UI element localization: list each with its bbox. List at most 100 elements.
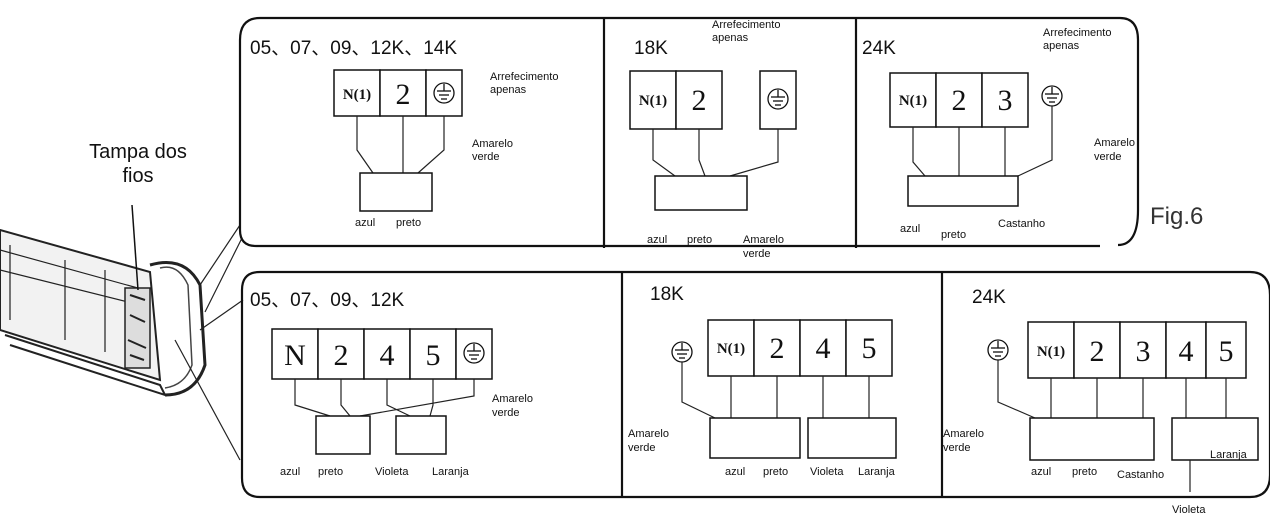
terminal-ground	[759, 70, 797, 130]
terminal-ground	[425, 69, 463, 117]
cooling-only-note: Arrefecimento	[712, 19, 780, 31]
terminal-ground	[455, 328, 493, 380]
wire-label-black: preto	[687, 234, 712, 246]
wire-label-yellow-green: Amarelo	[943, 428, 984, 440]
wire-label-yellow-green-2: verde	[628, 442, 656, 454]
wire-label-black: preto	[396, 217, 421, 229]
terminal-label: N(1)	[1037, 344, 1065, 360]
wire-label-brown: Castanho	[1117, 469, 1164, 481]
wire-label-yellow-green: Amarelo	[492, 393, 533, 405]
wire-label-violet: Violeta	[1172, 504, 1206, 516]
wire-label-yellow-green-2: verde	[492, 407, 520, 419]
connector-block	[315, 415, 371, 455]
wire-cover-icon	[124, 287, 151, 369]
wire-label-yellow-green: Amarelo	[628, 428, 669, 440]
terminal-label: 2	[952, 84, 967, 117]
wire-label-blue: azul	[280, 466, 300, 478]
wire-cover-label-2: fios	[122, 165, 153, 187]
wire-label-black: preto	[941, 229, 966, 241]
model-label: 24K	[862, 38, 896, 59]
wire-label-blue: azul	[1031, 466, 1051, 478]
terminal-label: N	[284, 339, 306, 372]
terminal-label: 4	[1179, 335, 1194, 368]
connector-block	[1029, 417, 1155, 461]
cooling-only-note-2: apenas	[712, 32, 749, 44]
terminal-label: 3	[1136, 335, 1151, 368]
wire-label-orange: Laranja	[1210, 449, 1248, 461]
model-label: 05、07、09、12K、14K	[250, 38, 457, 59]
top-panel-3: 24K Arrefecimento apenas N(1) 2 3 Amarel…	[862, 27, 1135, 241]
cooling-only-note: Arrefecimento	[490, 71, 558, 83]
wire-label-black: preto	[763, 466, 788, 478]
terminal-2	[379, 69, 427, 117]
top-panel-2: 18K Arrefecimento apenas N(1) 2 azul pre…	[629, 19, 797, 260]
terminal-2	[935, 72, 983, 128]
connector-block	[907, 175, 1019, 207]
figure-label: Fig.6	[1150, 203, 1203, 230]
bottom-panel-border	[240, 270, 1270, 499]
terminal-4	[799, 319, 847, 377]
wire-label-orange: Laranja	[858, 466, 896, 478]
terminal-label: N(1)	[639, 93, 667, 109]
terminal-label: N(1)	[343, 87, 371, 103]
ground-icon	[987, 339, 1009, 361]
connector-block-2	[807, 417, 897, 459]
top-panel-1: 05、07、09、12K、14K N(1) 2 Arrefecimento ap…	[250, 38, 558, 229]
model-label: 18K	[650, 284, 684, 305]
wire-label-yellow-green: Amarelo	[743, 234, 784, 246]
wire-label-violet: Violeta	[375, 466, 409, 478]
terminal-label: 2	[770, 332, 785, 365]
terminal-label: 2	[1090, 335, 1105, 368]
terminal-3	[981, 72, 1029, 128]
terminal-label: 3	[998, 84, 1013, 117]
wire-label-violet: Violeta	[810, 466, 844, 478]
terminal-3	[1119, 321, 1167, 379]
cooling-only-note: Arrefecimento	[1043, 27, 1111, 39]
wire-label-brown: Castanho	[998, 218, 1045, 230]
wire-label-yellow-green-2: verde	[943, 442, 971, 454]
cooling-only-note-2: apenas	[1043, 40, 1080, 52]
wire-label-blue: azul	[725, 466, 745, 478]
model-label: 18K	[634, 38, 668, 59]
callout-line-bottom	[174, 339, 241, 461]
wire-label-yellow-green: Amarelo	[472, 138, 513, 150]
terminal-label: 4	[380, 339, 395, 372]
terminal-5	[1205, 321, 1247, 379]
terminal-4	[363, 328, 411, 380]
callout-line-top	[199, 224, 241, 286]
terminal-label: 2	[692, 84, 707, 117]
ground-icon	[671, 341, 693, 363]
terminal-5	[845, 319, 893, 377]
wire-label-yellow-green-2: verde	[743, 248, 771, 260]
bottom-panel-3: 24K N(1) 2 3 4 5 Amarelo verde azul pret…	[943, 287, 1259, 516]
wire-label-black: preto	[318, 466, 343, 478]
model-label: 05、07、09、12K	[250, 290, 405, 311]
bottom-panel-1: 05、07、09、12K N 2 4 5 Amarelo verde azul …	[250, 290, 533, 478]
terminal-2	[675, 70, 723, 130]
wire-label-blue: azul	[900, 223, 920, 235]
bottom-panel-2: 18K N(1) 2 4 5 Amarelo verde azul preto …	[628, 284, 897, 478]
terminal-label: 5	[1219, 335, 1234, 368]
cooling-only-note-2: apenas	[490, 84, 527, 96]
wire-label-black: preto	[1072, 466, 1097, 478]
wire-cover-label: Tampa dos	[89, 141, 187, 163]
connector-block	[359, 172, 433, 212]
indoor-unit-illustration	[0, 204, 207, 397]
terminal-label: 4	[816, 332, 831, 365]
terminal-label: 5	[862, 332, 877, 365]
ground-icon	[1041, 85, 1063, 107]
callout-line-mid	[199, 299, 244, 331]
wire-label-yellow-green: Amarelo	[1094, 137, 1135, 149]
terminal-label: 5	[426, 339, 441, 372]
terminal-2	[317, 328, 365, 380]
model-label: 24K	[972, 287, 1006, 308]
connector-block-2	[395, 415, 447, 455]
wire-label-blue: azul	[647, 234, 667, 246]
wire-label-yellow-green-2: verde	[472, 151, 500, 163]
terminal-label: 2	[396, 78, 411, 111]
terminal-n1	[889, 72, 937, 128]
terminal-label: 2	[334, 339, 349, 372]
connector-block	[709, 417, 801, 459]
wire-label-yellow-green-2: verde	[1094, 151, 1122, 163]
